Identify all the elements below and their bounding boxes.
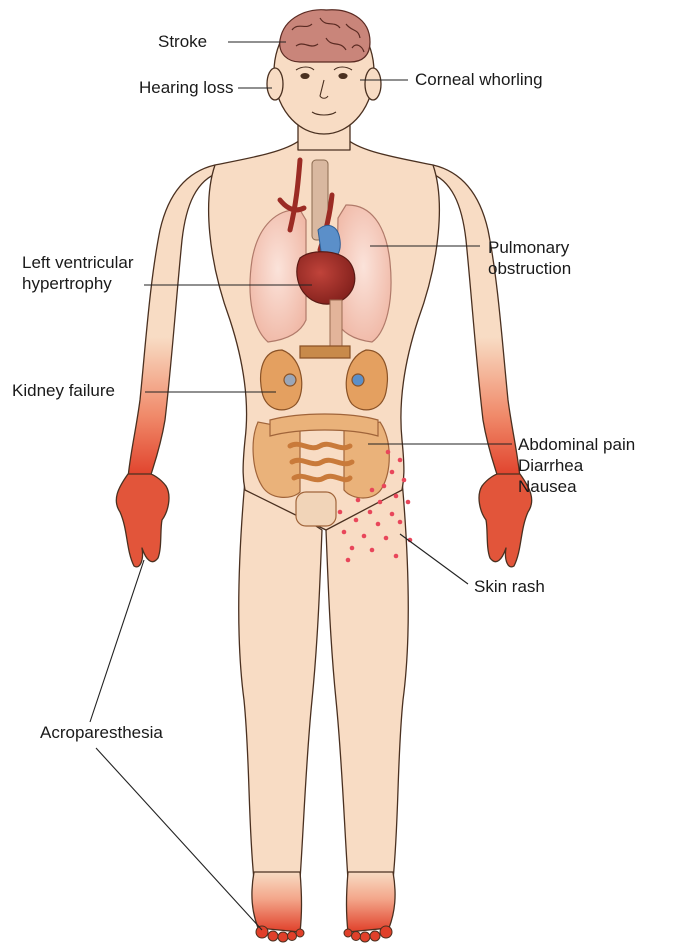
- label-pulmonary-obstruction: Pulmonary obstruction: [488, 237, 571, 279]
- leader-acro-hand: [90, 560, 144, 722]
- left-ear: [267, 68, 283, 100]
- right-arm: [428, 165, 520, 478]
- leader-skin-rash: [400, 534, 468, 584]
- label-diarrhea: Diarrhea: [518, 455, 635, 476]
- left-hand: [116, 474, 169, 567]
- label-corneal-whorling: Corneal whorling: [415, 69, 543, 90]
- brain: [280, 10, 370, 62]
- label-acroparesthesia: Acroparesthesia: [40, 722, 163, 743]
- label-skin-rash: Skin rash: [474, 576, 545, 597]
- right-ear: [365, 68, 381, 100]
- label-pulmonary-line2: obstruction: [488, 258, 571, 279]
- left-arm: [128, 165, 220, 478]
- label-pulmonary-line1: Pulmonary: [488, 237, 571, 258]
- label-stroke: Stroke: [158, 31, 207, 52]
- esophagus: [330, 300, 342, 346]
- leader-acro-foot: [96, 748, 262, 930]
- label-gi-symptoms: Abdominal pain Diarrhea Nausea: [518, 434, 635, 497]
- left-foot: [252, 872, 302, 932]
- label-abdominal-pain: Abdominal pain: [518, 434, 635, 455]
- label-hearing-loss: Hearing loss: [139, 77, 234, 98]
- right-foot: [347, 872, 396, 932]
- label-kidney-failure: Kidney failure: [12, 380, 115, 401]
- right-leg: [326, 480, 408, 880]
- label-lvh-line2: hypertrophy: [22, 273, 134, 294]
- label-nausea: Nausea: [518, 476, 635, 497]
- label-left-ventricular-hypertrophy: Left ventricular hypertrophy: [22, 252, 134, 294]
- label-lvh-line1: Left ventricular: [22, 252, 134, 273]
- left-leg: [239, 480, 322, 880]
